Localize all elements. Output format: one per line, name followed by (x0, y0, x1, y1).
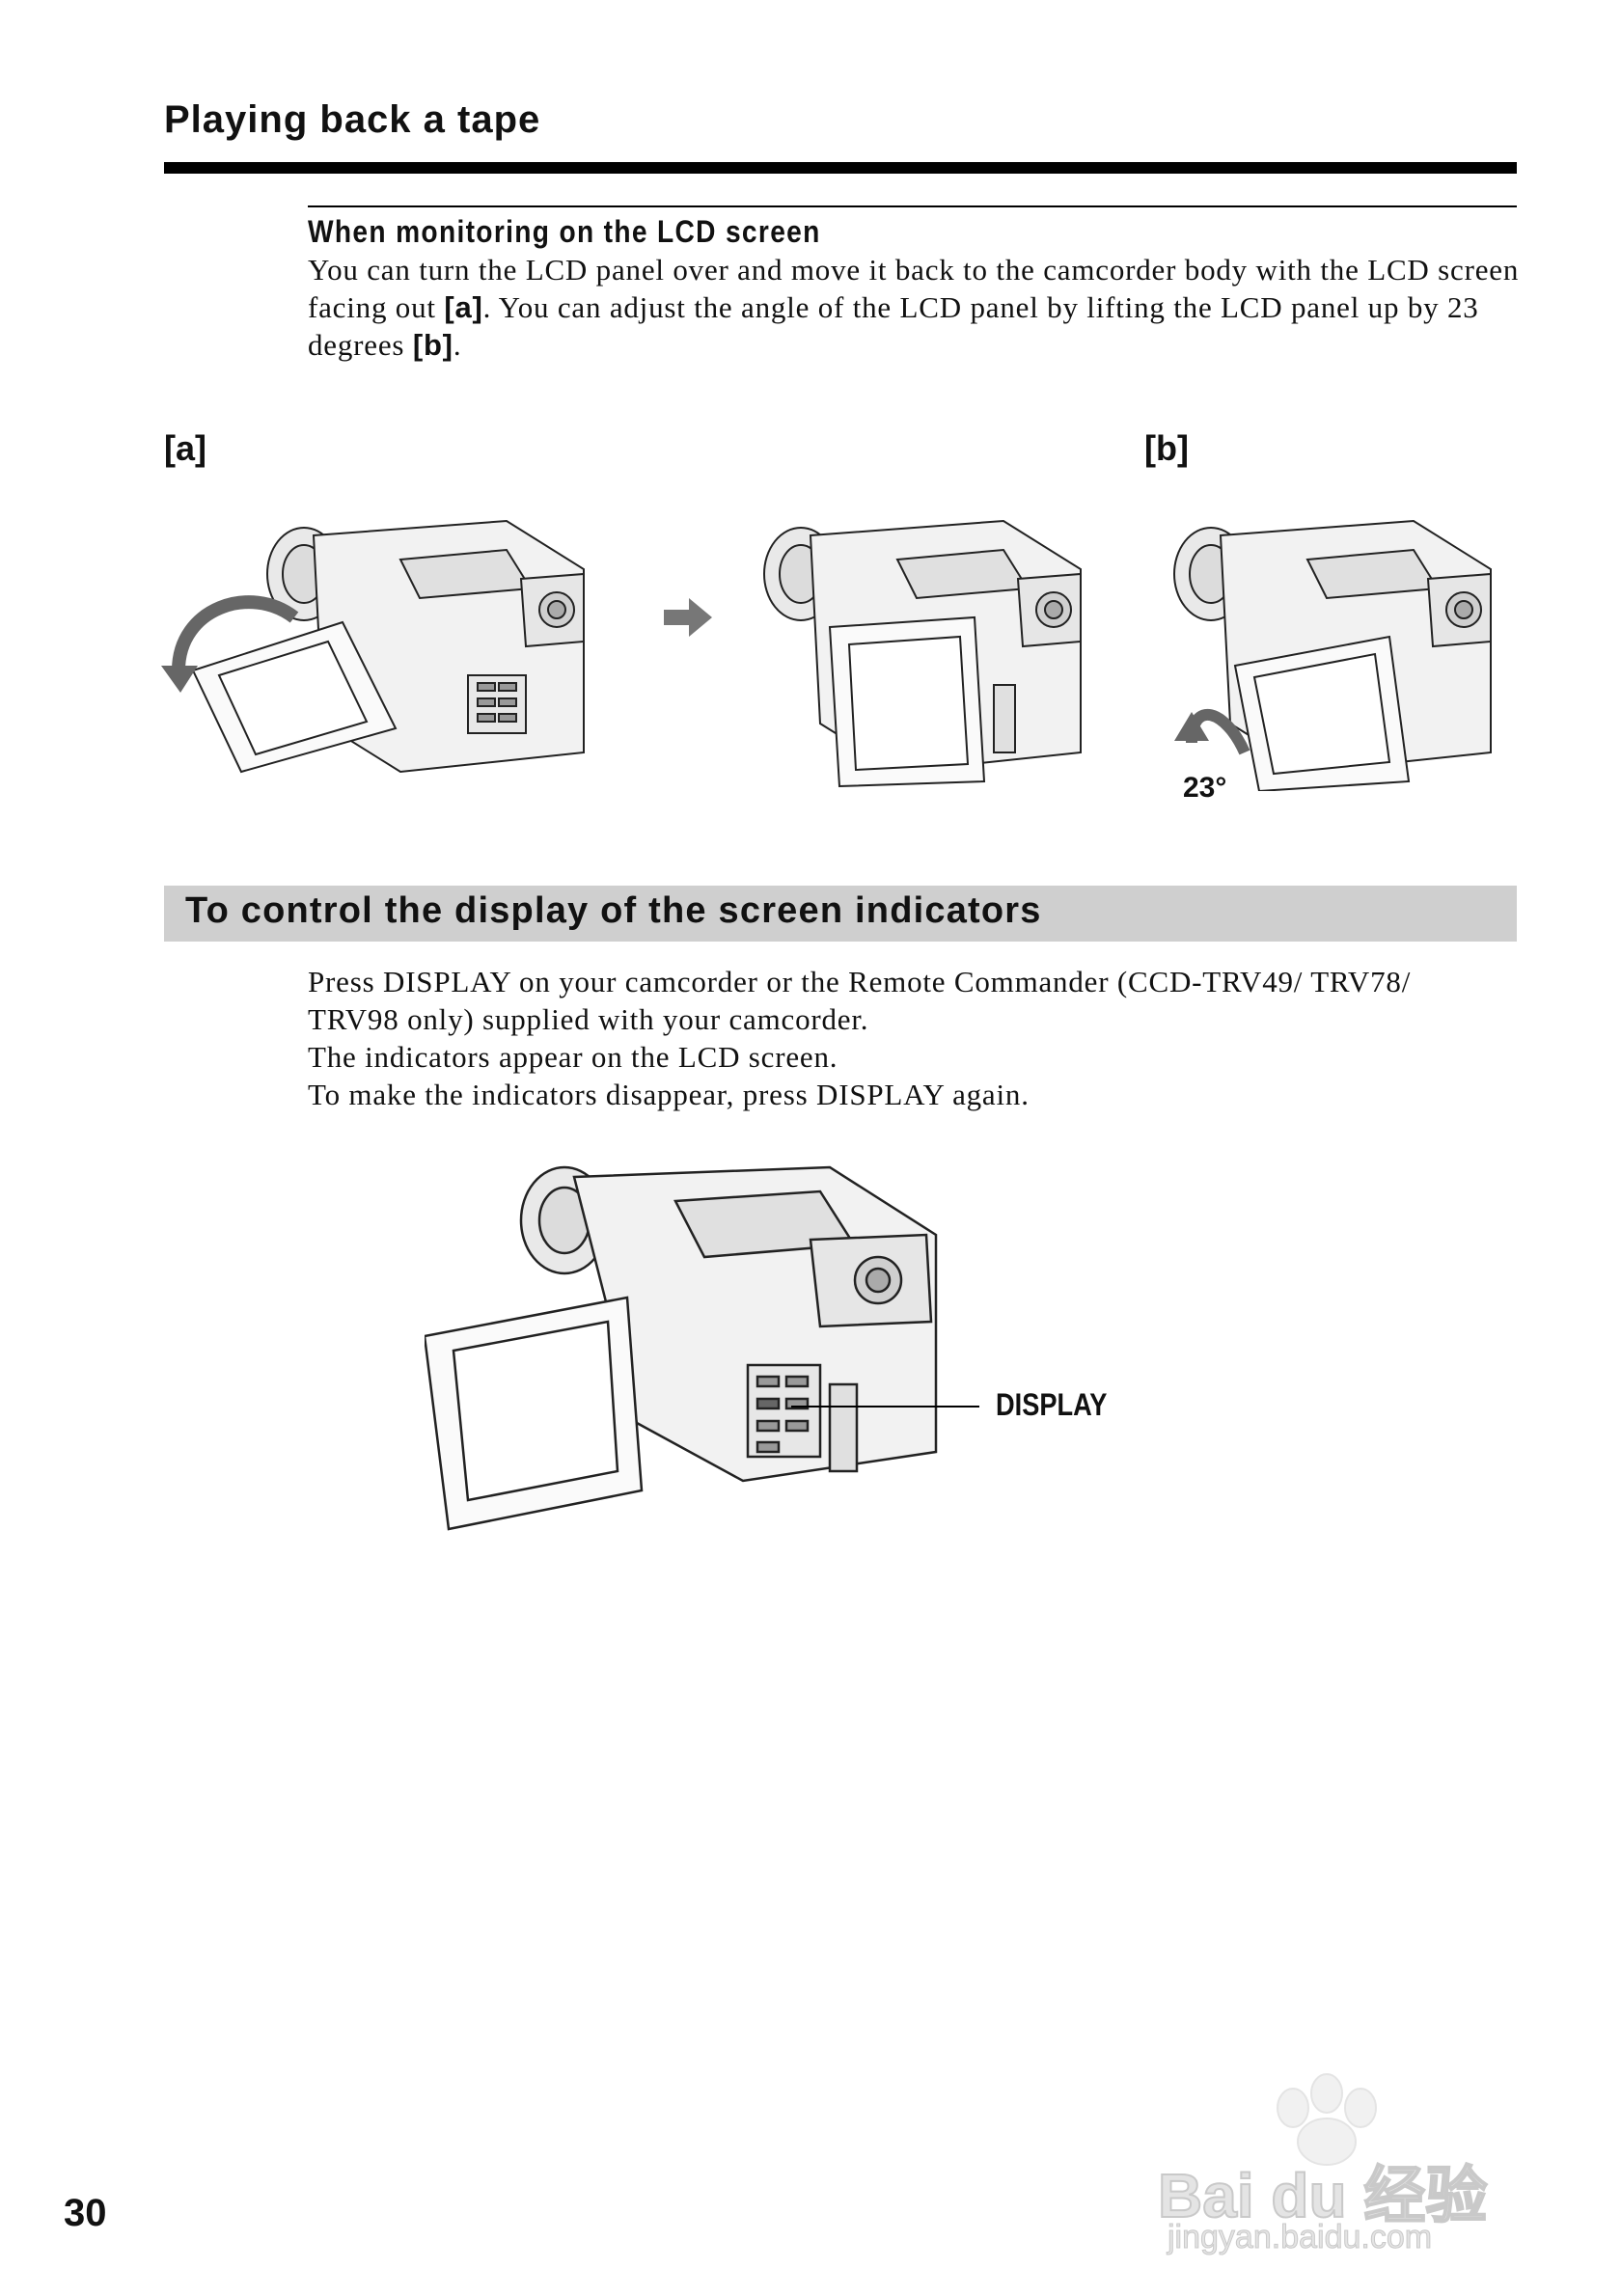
figure-label-b: [b] (1144, 428, 1189, 468)
display-section-title: To control the display of the screen ind… (185, 890, 1042, 931)
lcd-monitoring-heading: When monitoring on the LCD screen (308, 214, 821, 249)
subsection-rule (308, 205, 1517, 207)
watermark-url: jingyan.baidu.com (1167, 2219, 1433, 2256)
arrow-right-icon (664, 598, 712, 637)
section-band (164, 886, 1517, 942)
camcorder-illustration-tilted-panel (1173, 519, 1492, 791)
display-button-callout: DISPLAY (996, 1387, 1108, 1422)
camcorder-illustration-screen-out (763, 519, 1082, 788)
header-rule (164, 162, 1517, 174)
lcd-text-2: . You can adjust the angle of the LCD pa… (308, 290, 1479, 362)
display-line-1: Press DISPLAY on your camcorder or the R… (308, 965, 1412, 998)
display-callout-line (791, 1406, 979, 1408)
display-instructions: Press DISPLAY on your camcorder or the R… (308, 963, 1524, 1113)
ref-a: [a] (444, 290, 483, 324)
camcorder-illustration-rotate-panel (161, 519, 585, 774)
display-line-3: The indicators appear on the LCD screen. (308, 1040, 838, 1074)
paw-logo-icon (1277, 2073, 1377, 2166)
page-section-title: Playing back a tape (164, 98, 541, 141)
ref-b: [b] (412, 328, 453, 362)
watermark-brand: Bai du 经验 (1157, 2160, 1488, 2231)
figure-label-a: [a] (164, 428, 206, 468)
display-line-4: To make the indicators disappear, press … (308, 1078, 1030, 1111)
lcd-text-3: . (453, 328, 462, 362)
lcd-monitoring-paragraph: You can turn the LCD panel over and move… (308, 251, 1524, 364)
tilt-angle-label: 23° (1183, 772, 1227, 804)
page-number: 30 (64, 2192, 107, 2234)
display-line-2: TRV98 only) supplied with your camcorder… (308, 1002, 869, 1036)
lcd-text-1: You can turn the LCD panel over and move… (308, 253, 1520, 324)
camcorder-illustration-display-button (425, 1165, 938, 1531)
